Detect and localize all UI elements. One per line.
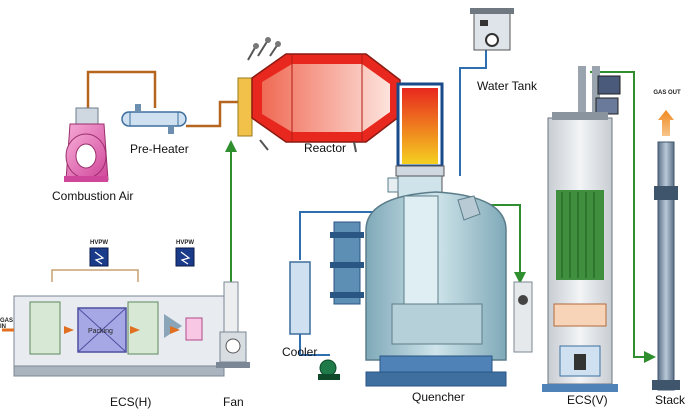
label-hvpw-1: HVPW bbox=[90, 240, 108, 246]
label-cooler: Cooler bbox=[282, 345, 318, 359]
label-reactor: Reactor bbox=[304, 141, 347, 155]
cooler bbox=[289, 221, 364, 380]
label-pre-heater: Pre-Heater bbox=[130, 142, 189, 156]
label-water-tank: Water Tank bbox=[477, 79, 538, 93]
label-ecs-v: ECS(V) bbox=[567, 393, 608, 407]
reactor bbox=[237, 37, 401, 153]
label-hvpw-2: HVPW bbox=[176, 240, 194, 246]
label-ecs-h: ECS(H) bbox=[110, 395, 152, 409]
pipe-watertank bbox=[459, 48, 487, 176]
pipe-cooler-loop bbox=[299, 211, 380, 260]
label-gas-out: GAS OUT bbox=[653, 90, 681, 96]
pipe-ecsh-bridge bbox=[51, 269, 139, 282]
water-tank bbox=[470, 8, 514, 51]
label-packing: Packing bbox=[88, 328, 113, 335]
pipes bbox=[51, 48, 656, 363]
label-combustion-air: Combustion Air bbox=[52, 189, 134, 203]
gas-out-arrow bbox=[658, 110, 674, 136]
stack bbox=[652, 110, 680, 391]
label-fan: Fan bbox=[223, 395, 244, 409]
pipe-air-to-preheater bbox=[86, 70, 157, 118]
hot-duct bbox=[395, 82, 445, 177]
pipe-ecsv-to-fan2 bbox=[590, 71, 656, 363]
pipe-cooler-return bbox=[299, 330, 330, 356]
ecs-v-tower bbox=[513, 66, 621, 392]
pre-heater bbox=[121, 104, 187, 134]
ecs-h-unit bbox=[13, 247, 225, 377]
fan-unit bbox=[216, 281, 250, 368]
label-quencher: Quencher bbox=[412, 390, 465, 404]
pipe-preheater-to-reactor bbox=[186, 100, 246, 128]
label-stack: Stack bbox=[655, 393, 686, 407]
quencher bbox=[365, 175, 507, 387]
label-gas-in: GAS IN bbox=[0, 318, 14, 330]
combustion-air-blower bbox=[64, 107, 109, 182]
